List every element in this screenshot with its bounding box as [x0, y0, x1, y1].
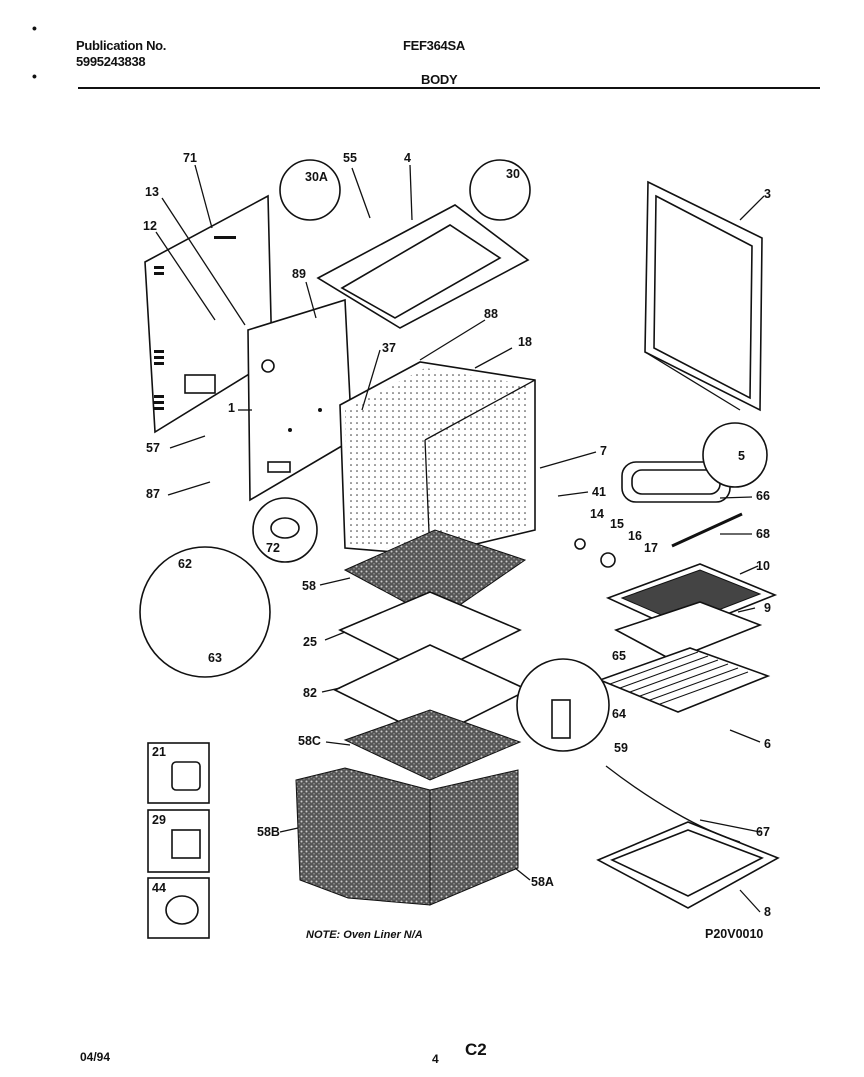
bottom-insulation — [295, 709, 522, 906]
part-label: 21 — [152, 745, 166, 759]
part-label: 57 — [146, 441, 160, 455]
part-label: 59 — [614, 741, 628, 755]
part-label: 17 — [644, 541, 658, 555]
door-frame — [644, 180, 763, 412]
part-label: 62 — [178, 557, 192, 571]
part-label: 65 — [612, 649, 626, 663]
part-label: 3 — [764, 187, 771, 201]
detail-circle-30a — [279, 159, 341, 221]
part-label: 58 — [302, 579, 316, 593]
part-label: 71 — [183, 151, 197, 165]
side-panel — [247, 298, 353, 502]
part-label: 14 — [590, 507, 604, 521]
detail-circle-30 — [469, 159, 531, 221]
part-label: 44 — [152, 881, 166, 895]
part-label: 5 — [738, 449, 745, 463]
part-label: 68 — [756, 527, 770, 541]
part-label: 63 — [208, 651, 222, 665]
part-label: 88 — [484, 307, 498, 321]
part-label: 13 — [145, 185, 159, 199]
part-29 — [171, 829, 201, 859]
part-label: 9 — [764, 601, 771, 615]
part-label: 37 — [382, 341, 396, 355]
broil-element — [621, 461, 731, 503]
detail-circle-62 — [139, 546, 271, 678]
part-label: 58B — [257, 825, 280, 839]
margin-mark-top: • — [32, 20, 37, 36]
part-label: 67 — [756, 825, 770, 839]
footer-code: C2 — [465, 1040, 487, 1059]
knob-16 — [600, 552, 616, 568]
oven-liner-note: NOTE: Oven Liner N/A — [306, 929, 423, 941]
part-label: 8 — [764, 905, 771, 919]
part-label: 29 — [152, 813, 166, 827]
detail-circle-5 — [702, 422, 768, 488]
figure-code: P20V0010 — [705, 927, 763, 941]
part-label: 72 — [266, 541, 280, 555]
knob-14 — [574, 538, 586, 550]
part-label: 12 — [143, 219, 157, 233]
back-panel — [144, 194, 273, 434]
part-label: 55 — [343, 151, 357, 165]
part-label: 1 — [228, 401, 235, 415]
part-label: 58A — [531, 875, 554, 889]
part-label: 89 — [292, 267, 306, 281]
part-label: 7 — [600, 444, 607, 458]
oven-rack — [597, 647, 771, 713]
part-label: 82 — [303, 686, 317, 700]
part-label: 15 — [610, 517, 624, 531]
margin-mark-bottom: • — [32, 68, 37, 84]
part-label: 58C — [298, 734, 321, 748]
bake-element — [596, 765, 780, 909]
oven-cavity — [339, 361, 536, 556]
part-label: 6 — [764, 737, 771, 751]
part-label: 4 — [404, 151, 411, 165]
part-label: 30 — [506, 167, 520, 181]
part-label: 66 — [756, 489, 770, 503]
leveler — [551, 699, 571, 739]
broiler-pan-insert — [613, 601, 763, 661]
part-label: 16 — [628, 529, 642, 543]
footer-date: 04/94 — [80, 1050, 111, 1064]
part-label: 41 — [592, 485, 606, 499]
header-rule — [78, 87, 820, 89]
model-number: FEF364SA — [403, 38, 465, 53]
publication-label: Publication No. — [76, 38, 167, 53]
part-label: 18 — [518, 335, 532, 349]
publication-number: 5995243838 — [76, 54, 146, 69]
part-label: 87 — [146, 487, 160, 501]
top-panel — [316, 204, 530, 329]
part-label: 30A — [305, 170, 328, 184]
footer-page: 4 — [432, 1052, 439, 1066]
leader-lines — [155, 164, 765, 913]
part-44 — [165, 895, 199, 925]
part-label: 10 — [756, 559, 770, 573]
part-label: 25 — [303, 635, 317, 649]
section-title: BODY — [421, 72, 458, 87]
part-label: 64 — [612, 707, 626, 721]
part-21 — [171, 761, 201, 791]
cap-72 — [270, 517, 300, 539]
trim-strip — [671, 512, 743, 548]
